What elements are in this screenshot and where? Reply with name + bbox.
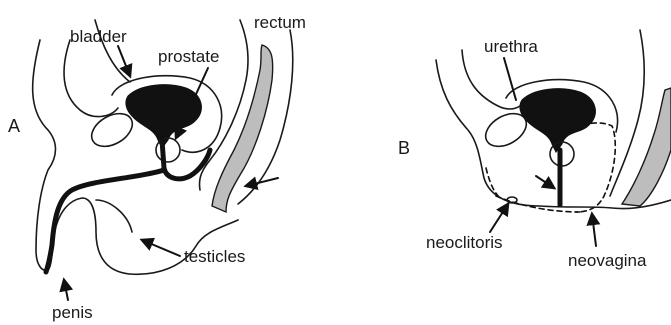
panel-a: A bladder prostate rectum testicles peni… [8,13,306,322]
panel-b-rectum-outer [610,30,644,196]
panel-b-neovagina [574,123,615,212]
arrow-penis [64,280,68,300]
panel-a-scrotum [96,200,132,232]
panel-b-letter: B [398,138,410,158]
arrow-neovagina [592,214,596,246]
arrow-urethra-inner [536,176,554,188]
label-neoclitoris: neoclitoris [426,233,503,252]
label-bladder: bladder [70,27,127,46]
arrow-neoclitoris [490,204,508,232]
panel-a-letter: A [8,116,20,136]
panel-a-rectum [212,45,273,212]
panel-b: B urethra neoclitoris neovagina [398,30,671,270]
label-urethra: urethra [484,37,538,56]
label-prostate: prostate [158,47,219,66]
label-rectum: rectum [254,13,306,32]
panel-b-inner-outline [462,50,520,109]
label-neovagina: neovagina [568,251,647,270]
arrow-testicles [142,240,180,256]
panel-a-inner-outline [64,40,118,117]
label-testicles: testicles [184,247,245,266]
label-penis: penis [52,303,93,322]
panel-a-prostate [156,138,180,162]
